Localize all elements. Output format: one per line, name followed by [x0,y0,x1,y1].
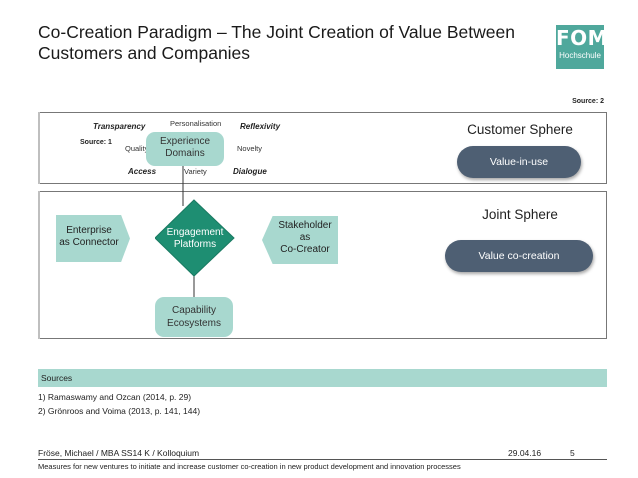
enterprise-connector-arrow: Enterprise as Connector [56,215,130,262]
source-1-label: Source: 1 [80,139,112,146]
sources-heading: Sources [38,369,607,387]
label-reflexivity: Reflexivity [240,122,281,131]
customer-sphere-heading: Customer Sphere [467,122,573,137]
logo-main-text: FOM [556,26,609,50]
footer-page-number: 5 [570,448,575,458]
capability-line-1: Capability [172,305,216,316]
value-co-creation-pill: Value co-creation [445,240,593,272]
label-variety: Variety [184,167,207,176]
logo-sub-text: Hochschule [559,51,601,60]
label-dialogue: Dialogue [233,167,267,176]
footer-author: Fröse, Michael / MBA SS14 K / Kolloquium [38,448,200,458]
engagement-diamond-shape [155,199,235,277]
engagement-line-2: Platforms [173,239,217,250]
connector-line-bottom [193,274,195,298]
source-item-2: 2) Grönroos and Voima (2013, p. 141, 144… [38,406,201,416]
experience-line-2: Domains [165,148,205,159]
label-quality: Quality [125,144,149,153]
source-item-1: 1) Ramaswamy and Ozcan (2014, p. 29) [38,392,192,402]
title-line-1: Co-Creation Paradigm – The Joint Creatio… [38,22,515,42]
label-novelty: Novelty [237,144,263,153]
label-access: Access [128,167,157,176]
fom-logo: FOM Hochschule [556,25,609,69]
customer-panel-left-bar [38,112,40,184]
engagement-platforms-label: Engagement Platforms [155,227,235,251]
engagement-line-1: Engagement [166,227,224,238]
joint-sphere-heading: Joint Sphere [482,207,558,222]
page-title: Co-Creation Paradigm – The Joint Creatio… [38,22,538,64]
stakeholder-co-creator-arrow: Stakeholder as Co-Creator [262,216,338,264]
source-2-label: Source: 2 [572,98,604,105]
value-in-use-pill: Value-in-use [457,146,581,178]
enterprise-line-2: as Connector [59,237,119,248]
footer-divider [38,459,607,460]
label-transparency: Transparency [93,122,146,131]
joint-panel-left-bar [38,191,40,339]
connector-line [182,166,184,206]
label-personalisation: Personalisation [170,119,222,128]
stakeholder-line-1: Stakeholder [278,220,332,231]
stakeholder-line-2: as [299,232,311,243]
stakeholder-line-3: Co-Creator [280,244,330,255]
footer-subtitle: Measures for new ventures to initiate an… [38,462,461,471]
footer-date: 29.04.16 [508,448,542,458]
capability-ecosystems-box: Capability Ecosystems [155,297,233,337]
experience-line-1: Experience [159,136,211,147]
title-line-2: Customers and Companies [38,43,251,63]
capability-line-2: Ecosystems [167,318,221,329]
enterprise-line-1: Enterprise [66,225,112,236]
experience-domains-box: Experience Domains [146,132,224,166]
